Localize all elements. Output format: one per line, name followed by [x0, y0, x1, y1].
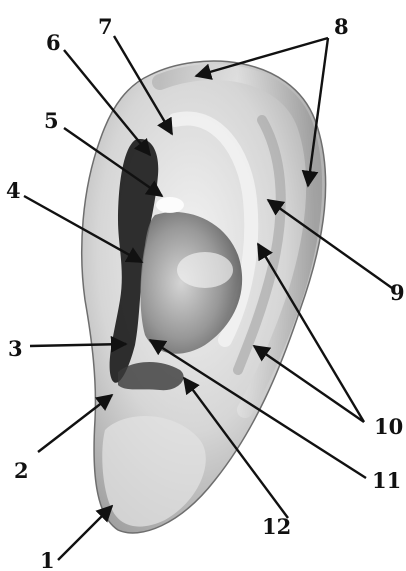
label-12: 12: [262, 514, 291, 539]
concha-highlight: [177, 252, 233, 288]
label-8: 8: [334, 14, 349, 39]
label-3: 3: [8, 336, 23, 361]
label-1: 1: [40, 548, 55, 571]
label-2: 2: [14, 458, 29, 483]
label-7: 7: [98, 14, 113, 39]
label-6: 6: [46, 30, 61, 55]
leader-1: [58, 506, 112, 560]
label-11: 11: [372, 468, 401, 493]
label-9: 9: [390, 280, 405, 305]
label-5: 5: [44, 108, 59, 133]
label-10: 10: [374, 414, 403, 439]
tragus-highlight: [156, 197, 184, 213]
label-4: 4: [6, 178, 21, 203]
earlobe: [102, 416, 206, 527]
